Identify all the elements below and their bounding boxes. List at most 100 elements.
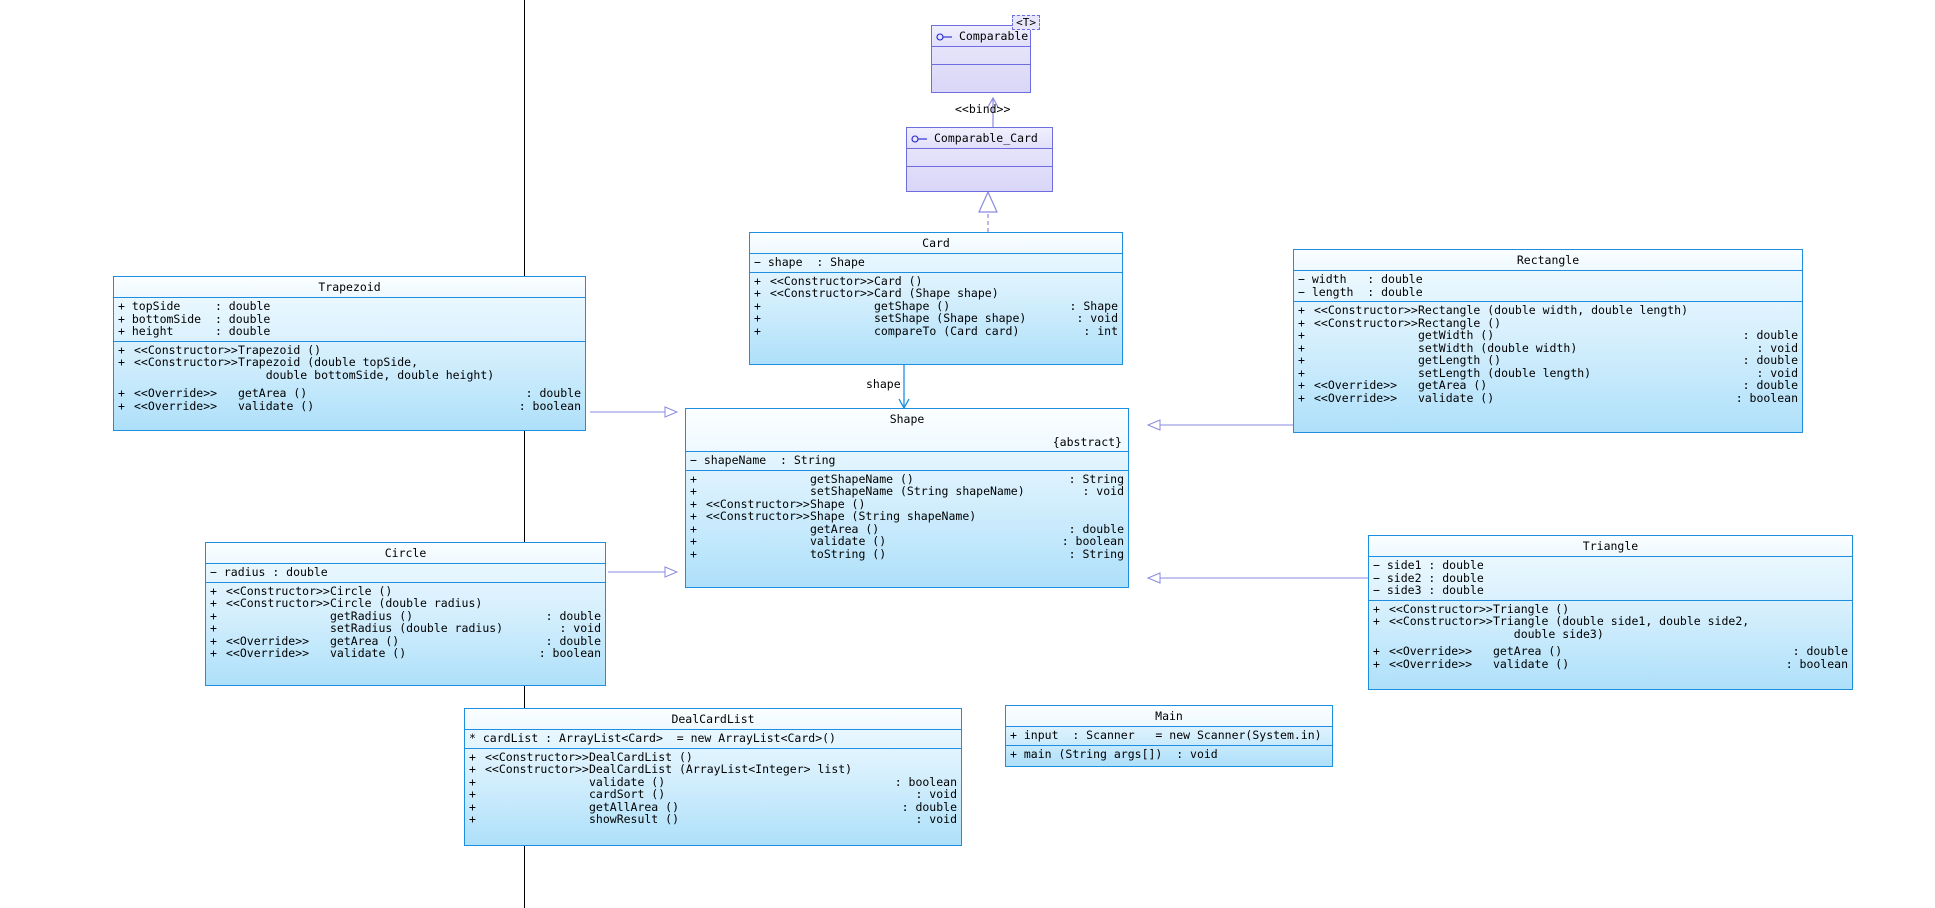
class-circle-title: Circle xyxy=(206,543,605,564)
class-card-operations: + <<Constructor>> Card () + <<Constructo… xyxy=(750,273,1122,341)
operation-row: + <<Override>> getArea () : double xyxy=(1298,378,1798,392)
operation-row: + validate () : boolean xyxy=(469,774,957,789)
attribute-row: + topSide : double xyxy=(118,299,271,313)
operation-row: + <<Constructor>> Card () xyxy=(754,273,923,288)
interface-comparable-card-name: Comparable_Card xyxy=(934,131,1038,145)
operation-row: + <<Override>> validate () : boolean xyxy=(210,646,601,660)
operation-row: + <<Constructor>> Shape (String shapeNam… xyxy=(690,509,977,523)
class-triangle-name: Triangle xyxy=(1582,539,1639,553)
class-triangle-title: Triangle xyxy=(1369,536,1852,557)
class-main-name: Main xyxy=(1155,709,1183,723)
operation-row: + cardSort () : void xyxy=(469,787,957,801)
class-shape-title: Shape {abstract} xyxy=(686,409,1128,452)
class-rectangle-name: Rectangle xyxy=(1516,253,1580,267)
interface-comparable-attributes xyxy=(932,47,1030,65)
class-circle-attributes: − radius : double xyxy=(206,564,605,583)
class-card-attributes: − shape : Shape xyxy=(750,254,1122,273)
interface-comparable-card-attributes xyxy=(907,149,1052,167)
interface-comparable[interactable]: <T> Comparable xyxy=(931,15,1040,93)
operation-row: + <<Constructor>> Trapezoid (double topS… xyxy=(118,355,419,369)
class-main-attributes: + input : Scanner = new Scanner(System.i… xyxy=(1006,727,1332,746)
class-trapezoid-name: Trapezoid xyxy=(318,280,381,294)
operation-row: + setLength (double length) : void xyxy=(1298,365,1798,380)
interface-comparable-name: Comparable xyxy=(959,29,1029,43)
operation-row: + setRadius (double radius) : void xyxy=(210,621,601,635)
interface-comparable-title: Comparable xyxy=(932,26,1030,47)
operation-row: + compareTo (Card card) : int xyxy=(754,323,1118,338)
class-trapezoid-attributes: + topSide : double + bottomSide : double… xyxy=(114,298,585,342)
operation-row: + main (String args[]) : void xyxy=(1010,746,1218,761)
operation-row: + getWidth () : double xyxy=(1298,328,1798,342)
operation-row: + validate () : boolean xyxy=(690,534,1124,548)
interface-comparable-card-operations xyxy=(907,167,1052,184)
operation-row: + <<Constructor>> Trapezoid () xyxy=(118,342,322,357)
operation-row: + getLength () : double xyxy=(1298,353,1798,367)
operation-row-continuation: double bottomSide, double height) xyxy=(238,367,495,382)
attribute-row: − shapeName : String xyxy=(690,453,836,467)
class-rectangle-operations: + <<Constructor>> Rectangle (double widt… xyxy=(1294,302,1802,407)
attribute-row: − side3 : double xyxy=(1373,583,1484,597)
operation-row: + getShape () : Shape xyxy=(754,298,1118,313)
operation-row: + <<Override>> validate () : boolean xyxy=(1373,656,1848,671)
attribute-row: − side2 : double xyxy=(1373,570,1484,585)
attribute-row: + height : double xyxy=(118,324,271,338)
operation-row: + <<Override>> getArea () : double xyxy=(118,386,581,400)
class-circle[interactable]: Circle − radius : double + <<Constructor… xyxy=(205,542,606,686)
class-trapezoid[interactable]: Trapezoid + topSide : double + bottomSid… xyxy=(113,276,586,431)
interface-comparable-card-title: Comparable_Card xyxy=(907,128,1052,149)
attribute-row: − width : double xyxy=(1298,272,1423,286)
operation-row: + <<Override>> validate () : boolean xyxy=(118,398,581,413)
interface-comparable-operations xyxy=(932,65,1030,82)
operation-row: + getShapeName () : String xyxy=(690,471,1124,486)
attribute-row: + input : Scanner = new Scanner(System.i… xyxy=(1010,728,1322,742)
class-trapezoid-operations: + <<Constructor>> Trapezoid () + <<Const… xyxy=(114,342,585,416)
interface-comparable-card[interactable]: Comparable_Card xyxy=(906,127,1053,192)
operation-row: + getAllArea () : double xyxy=(469,799,957,814)
interface-lollipop-icon xyxy=(936,31,954,41)
class-card[interactable]: Card − shape : Shape + <<Constructor>> C… xyxy=(749,232,1123,365)
attribute-row: − side1 : double xyxy=(1373,558,1484,572)
bind-stereotype-label: <<bind>> xyxy=(955,102,1011,116)
operation-row: + <<Override>> validate () : boolean xyxy=(1298,390,1798,405)
class-triangle-attributes: − side1 : double − side2 : double − side… xyxy=(1369,557,1852,601)
operation-row: + <<Constructor>> DealCardList (ArrayLis… xyxy=(469,762,853,776)
class-main-title: Main xyxy=(1006,706,1332,727)
class-rectangle-attributes: − width : double − length : double xyxy=(1294,271,1802,302)
operation-row: + getArea () : double xyxy=(690,521,1124,536)
class-triangle-operations: + <<Constructor>> Triangle () + <<Constr… xyxy=(1369,601,1852,674)
operation-row: + <<Constructor>> Circle () xyxy=(210,583,393,598)
operation-row: + <<Constructor>> Circle (double radius) xyxy=(210,596,483,610)
class-shape[interactable]: Shape {abstract} − shapeName : String + … xyxy=(685,408,1129,588)
class-card-name: Card xyxy=(922,236,950,250)
operation-row: + getRadius () : double xyxy=(210,608,601,623)
operation-row: + toString () : String xyxy=(690,546,1124,561)
operation-row: + <<Constructor>> Rectangle (double widt… xyxy=(1298,303,1689,317)
class-card-title: Card xyxy=(750,233,1122,254)
attribute-row: − length : double xyxy=(1298,284,1423,299)
class-triangle[interactable]: Triangle − side1 : double − side2 : doub… xyxy=(1368,535,1853,690)
attribute-row: − radius : double xyxy=(210,565,328,579)
abstract-modifier: {abstract} xyxy=(1052,435,1122,449)
class-main-operations: + main (String args[]) : void xyxy=(1006,746,1332,764)
operation-row: + <<Constructor>> Triangle () xyxy=(1373,601,1570,616)
class-dealcardlist[interactable]: DealCardList * cardList : ArrayList<Card… xyxy=(464,708,962,846)
edge-realization-card-to-comparable-card xyxy=(978,190,998,232)
operation-row: + <<Constructor>> Shape () xyxy=(690,496,866,511)
class-shape-operations: + getShapeName () : String + setShapeNam… xyxy=(686,471,1128,564)
class-dealcardlist-operations: + <<Constructor>> DealCardList () + <<Co… xyxy=(465,749,961,829)
class-main[interactable]: Main + input : Scanner = new Scanner(Sys… xyxy=(1005,705,1333,767)
operation-row: + <<Constructor>> Rectangle () xyxy=(1298,315,1502,330)
class-shape-name: Shape xyxy=(889,412,925,426)
class-rectangle[interactable]: Rectangle − width : double − length : do… xyxy=(1293,249,1803,433)
class-circle-operations: + <<Constructor>> Circle () + <<Construc… xyxy=(206,583,605,663)
interface-lollipop-icon xyxy=(911,133,929,143)
operation-row: + <<Constructor>> Triangle (double side1… xyxy=(1373,614,1750,628)
operation-row: + setWidth (double width) : void xyxy=(1298,340,1798,355)
class-dealcardlist-title: DealCardList xyxy=(465,709,961,730)
page-divider xyxy=(524,0,526,908)
attribute-row: − shape : Shape xyxy=(754,255,865,269)
operation-row: + <<Override>> getArea () : double xyxy=(1373,644,1848,658)
class-circle-name: Circle xyxy=(384,546,427,560)
operation-row: + <<Override>> getArea () : double xyxy=(210,633,601,648)
